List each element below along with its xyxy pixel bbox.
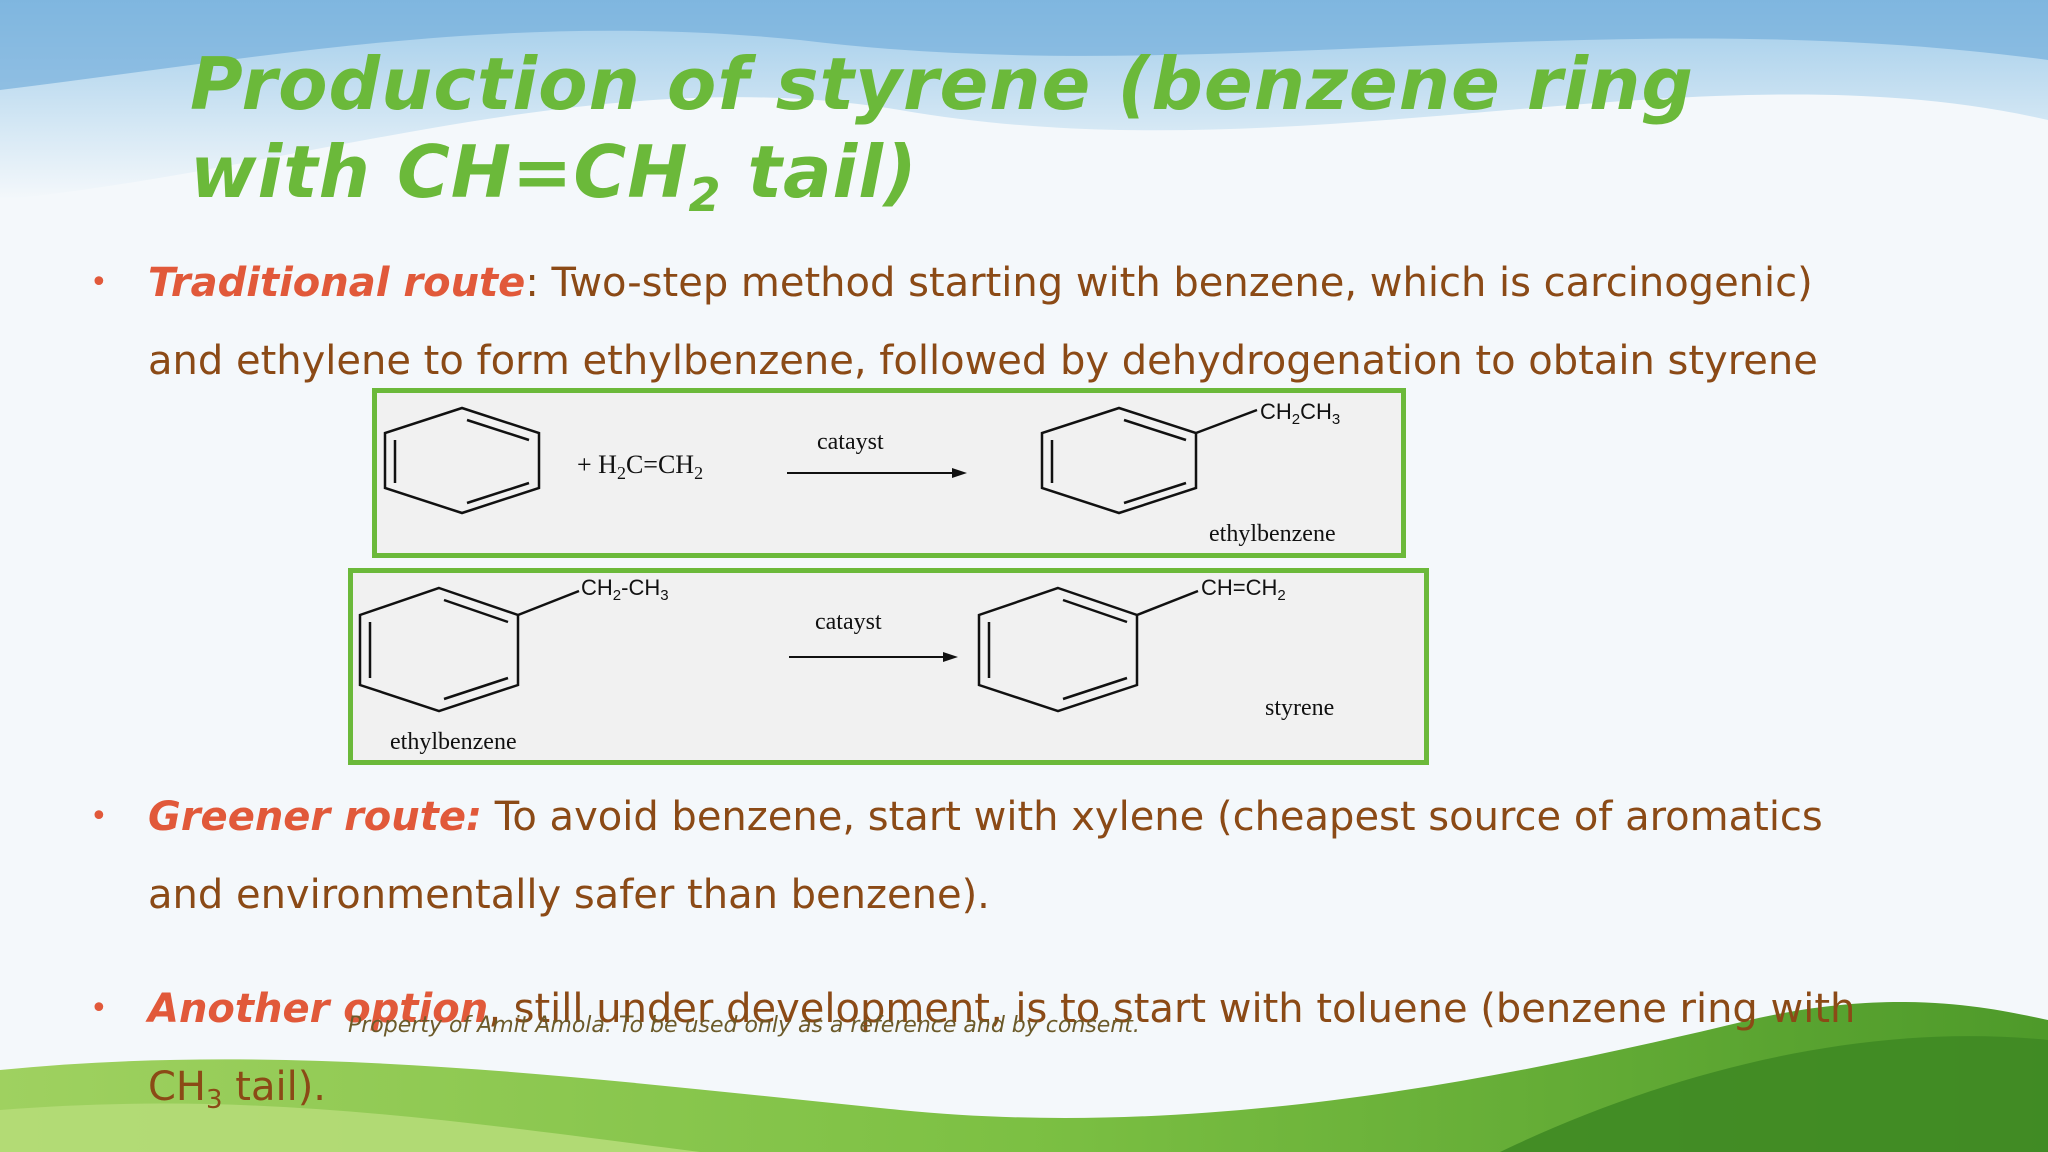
product-label-styrene: styrene — [1265, 695, 1334, 721]
bullet-another-option: • Another option, still under developmen… — [90, 970, 1898, 1126]
bullet-marker: • — [90, 799, 108, 834]
reaction-diagram-alkylation: + H2C=CH2 catayst CH2CH3 ethylbenzene — [383, 399, 1340, 547]
benzene-ring-styrene — [977, 586, 1199, 713]
footer-watermark: Property of Amit Amola. To be used only … — [348, 1013, 1140, 1038]
catalyst-label-1: catayst — [817, 429, 884, 455]
catalyst-label-2: catayst — [815, 609, 882, 635]
title-text-part2: tail) — [721, 130, 918, 214]
bullet-lead-traditional: Traditional route — [148, 260, 526, 306]
product-label-ethylbenzene: ethylbenzene — [1209, 521, 1336, 547]
bullet-marker: • — [90, 991, 108, 1026]
bullet-text-another: , still under development, is to start w… — [148, 986, 1856, 1110]
ethyl-group-label: CH2CH3 — [1260, 399, 1340, 428]
reaction-arrow-1 — [787, 468, 967, 478]
bullet-text-traditional: : Two-step method starting with benzene,… — [148, 260, 1818, 384]
bullet-marker: • — [90, 265, 108, 300]
bullet-traditional-route: • Traditional route: Two-step method sta… — [90, 244, 1898, 400]
ethyl-substituent-label: CH2-CH3 — [581, 575, 669, 604]
reaction-diagram-dehydrogenation: CH2-CH3 ethylbenzene catayst CH=CH2 styr… — [358, 575, 1334, 755]
bullet-greener-route: • Greener route: To avoid benzene, start… — [90, 778, 1898, 934]
bullet-lead-greener: Greener route: — [148, 794, 483, 840]
bullet-text-greener: To avoid benzene, start with xylene (che… — [148, 794, 1823, 918]
benzene-ring-product-1 — [1040, 406, 1258, 515]
title-subscript: 2 — [688, 168, 722, 222]
reaction-arrow-2 — [789, 652, 958, 662]
benzene-ring-reactant — [383, 406, 541, 515]
reaction-box-alkylation: + H2C=CH2 catayst CH2CH3 ethylbenzene — [372, 388, 1406, 558]
reaction-box-dehydrogenation: CH2-CH3 ethylbenzene catayst CH=CH2 styr… — [348, 568, 1429, 765]
bullet-text-another-end: tail). — [222, 1064, 327, 1110]
reactant-label-ethylbenzene: ethylbenzene — [390, 729, 517, 755]
benzene-ring-ethylbenzene — [358, 586, 580, 713]
bullet-subscript-another: 3 — [206, 1085, 223, 1115]
title-text-part1: Production of styrene (benzene ring with… — [190, 42, 1694, 214]
vinyl-group-label: CH=CH2 — [1201, 575, 1286, 604]
reagent-ethylene: + H2C=CH2 — [577, 450, 703, 483]
slide-title: Production of styrene (benzene ring with… — [190, 40, 1890, 218]
bullet-lead-another: Another option — [148, 986, 489, 1032]
